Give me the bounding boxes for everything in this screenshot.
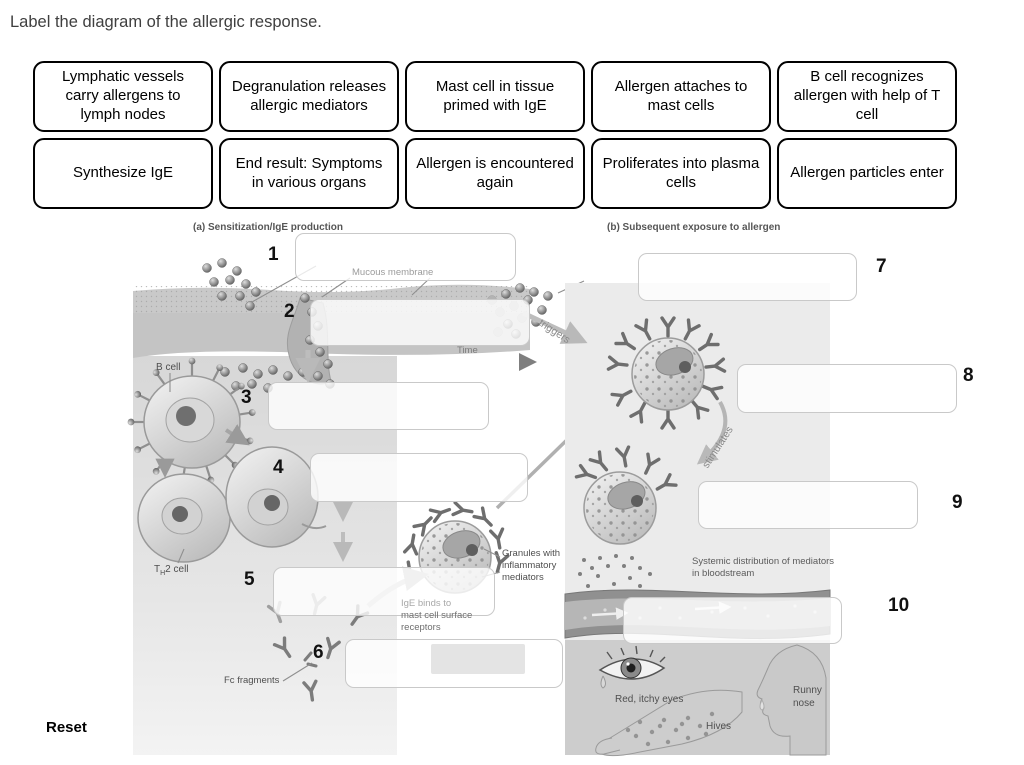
red-itchy-eyes-label: Red, itchy eyes [615,694,684,705]
word-bank-tile-proliferates[interactable]: Proliferates into plasma cells [591,138,771,209]
drop-zone-6-number: 6 [313,642,324,663]
drop-zone-4[interactable] [310,453,528,502]
th2-subscript: H [160,570,166,577]
hives-label: Hives [706,721,732,732]
runny-nose-label: Runny nose [793,685,822,709]
drop-zone-9-number: 9 [952,492,963,513]
th2-suffix: 2 cell [165,564,189,575]
word-bank-tile-lymphatic-vessels[interactable]: Lymphatic vessels carry allergens to lym… [33,61,213,132]
drop-zone-1-number: 1 [268,244,279,265]
drop-zone-6[interactable] [345,639,563,688]
drop-zone-9[interactable] [698,481,918,529]
word-bank-tile-allergen-particles[interactable]: Allergen particles enter [777,138,957,209]
drop-zone-7-number: 7 [876,256,887,277]
drop-zone-8-number: 8 [963,365,974,386]
b-cell-label: B cell [156,362,181,373]
symptom-arm-illustration [595,689,743,757]
word-bank-tile-b-cell-recognizes[interactable]: B cell recognizes allergen with help of … [777,61,957,132]
drop-zone-1[interactable] [295,233,516,281]
drop-zone-8[interactable] [737,364,957,413]
word-bank-tile-synthesize-ige[interactable]: Synthesize IgE [33,138,213,209]
panel-a-title: (a) Sensitization/IgE production [193,222,343,233]
drop-zone-10-number: 10 [888,595,910,616]
drop-zone-2[interactable] [310,299,530,346]
drop-zone-7[interactable] [638,253,857,301]
systemic-distribution-label: Systemic distribution of mediators in bl… [692,556,835,579]
word-bank-tile-allergen-encountered[interactable]: Allergen is encountered again [405,138,585,209]
drop-zone-3[interactable] [268,382,489,430]
drop-zone-2-number: 2 [284,301,295,322]
word-bank-tile-allergen-attaches[interactable]: Allergen attaches to mast cells [591,61,771,132]
plasma-cell-illustration [225,446,319,548]
th2-cell-label: TH2 cell [154,564,189,579]
word-bank-tile-degranulation[interactable]: Degranulation releases allergic mediator… [219,61,399,132]
symptom-face-illustration [756,644,827,756]
fc-fragments-label: Fc fragments [224,675,280,686]
word-bank: Lymphatic vessels carry allergens to lym… [33,61,957,209]
word-bank-tile-end-result[interactable]: End result: Symptoms in various organs [219,138,399,209]
drop-zone-4-number: 4 [273,457,284,478]
b-cell-illustration [127,357,256,486]
granules-label: Granules with inflammatory mediators [502,548,561,583]
reset-button[interactable]: Reset [46,719,87,736]
th2-cell-illustration [137,473,231,563]
stimulates-arrow [696,401,728,465]
ige-binds-rest: mast cell surface receptors [401,609,473,633]
time-label: Time [457,345,478,356]
symptom-eye-illustration [598,645,666,689]
drop-zone-5-number: 5 [244,569,255,590]
panel-b-title: (b) Subsequent exposure to allergen [607,222,781,233]
word-bank-tile-mast-cell-primed[interactable]: Mast cell in tissue primed with IgE [405,61,585,132]
plasma-cell-curve [301,523,327,530]
drop-zone-6-highlight [431,644,525,674]
triggers-arrow [521,310,588,344]
ige-binds-label: IgE binds to mast cell surface receptors [401,598,491,634]
mucous-membrane-label: Mucous membrane [352,267,434,278]
page-title: Label the diagram of the allergic respon… [10,13,322,31]
drop-zone-5[interactable] [273,567,495,616]
drop-zone-3-number: 3 [241,387,252,408]
ige-binds-line1: IgE binds to [401,598,452,609]
th2-prefix: T [154,564,161,575]
drop-zone-10[interactable] [623,597,842,644]
